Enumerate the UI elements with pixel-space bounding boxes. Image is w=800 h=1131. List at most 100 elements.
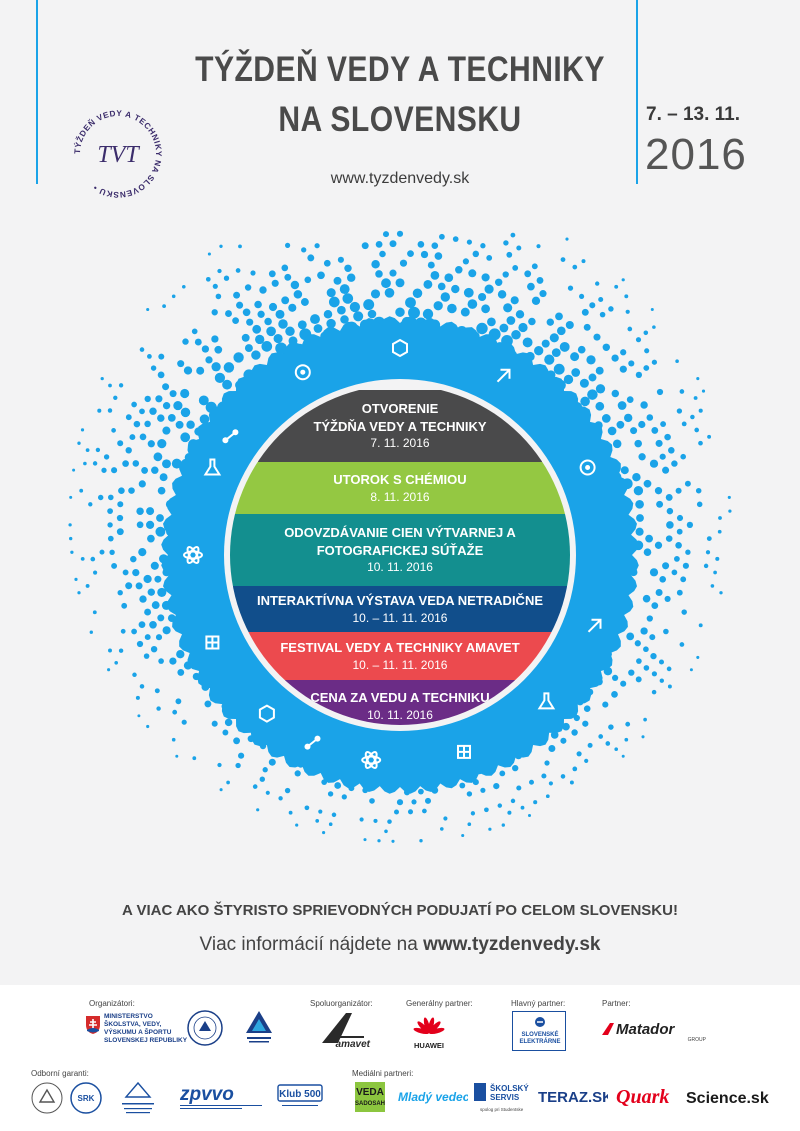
halftone-dot [507,810,512,815]
halftone-dot [150,645,158,653]
halftone-dot [602,343,610,351]
halftone-dot [238,244,242,249]
svg-text:zpvvo: zpvvo [179,1084,234,1105]
halftone-dot [510,232,516,238]
halftone-dot [223,275,230,281]
halftone-dot [226,780,230,785]
wrench-icon [579,459,596,476]
halftone-dot [643,330,649,336]
halftone-dot [593,333,601,341]
halftone-dot [459,782,466,789]
halftone-dot [242,308,251,317]
halftone-dot [275,309,285,319]
scientific-society-logo [122,1081,154,1114]
srk-logo: SRK [70,1082,102,1114]
halftone-dot [418,788,424,795]
halftone-dot [488,827,492,831]
halftone-dot [411,799,417,805]
halftone-dot [650,652,657,660]
halftone-dot [246,318,254,326]
cubes-icon [537,692,556,710]
gear-icon [392,338,408,358]
halftone-dot [151,466,159,474]
halftone-dot [108,383,112,388]
halftone-dot [572,264,578,270]
halftone-dot [83,461,87,466]
halftone-dot [236,301,244,309]
halftone-dot [252,784,258,789]
halftone-dot [664,595,671,602]
halftone-dot [116,528,124,536]
halftone-dot [162,304,166,308]
header-url[interactable]: www.tyzdenvedy.sk [330,170,470,187]
halftone-dot [155,395,163,403]
halftone-dot [158,658,164,664]
halftone-dot [681,421,687,427]
halftone-dot [630,427,638,435]
halftone-dot [598,296,604,303]
halftone-dot [196,366,205,375]
halftone-dot [391,839,395,843]
halftone-dot [157,614,165,622]
halftone-dot [162,402,171,410]
halftone-dot [567,285,574,291]
halftone-dot [90,556,96,562]
halftone-dot [571,368,581,377]
halftone-dot [625,309,630,314]
halftone-dot [696,501,703,508]
halftone-dot [466,791,473,797]
halftone-dot [233,352,244,363]
se-mark-icon [535,1017,545,1027]
halftone-dot [180,407,191,418]
halftone-dot [393,809,400,815]
halftone-dot [443,816,448,821]
halftone-dot [665,535,673,542]
halftone-dot [300,298,309,306]
halftone-dot [649,459,659,468]
halftone-dot [497,803,503,808]
halftone-dot [478,292,487,302]
halftone-dot [215,293,222,300]
halftone-dot [370,289,381,299]
hexagon-molecule-icon [183,546,203,564]
halftone-dot [107,668,111,672]
halftone-dot [268,758,276,766]
halftone-dot [565,237,569,241]
halftone-dot [162,459,171,469]
more-info-link[interactable]: www.tyzdenvedy.sk [423,934,601,955]
halftone-dot [696,655,700,659]
halftone-dot [125,447,132,454]
halftone-dot [315,819,320,823]
halftone-dot [147,588,155,596]
halftone-dot [334,782,342,789]
halftone-dot [624,413,633,423]
halftone-dot [486,254,493,261]
halftone-dot [638,453,646,461]
halftone-dot [157,587,167,597]
halftone-dot [396,230,404,237]
halftone-dot [497,290,507,299]
halftone-dot [211,362,221,372]
halftone-dot [439,233,445,240]
halftone-dot [651,689,657,695]
halftone-dot [261,341,273,352]
halftone-dot [424,797,432,804]
halftone-dot [341,794,347,800]
halftone-dot [93,570,98,575]
halftone-dot [182,285,186,289]
halftone-dot [608,724,614,730]
mlady-vedec-logo: Mladý vedec [398,1090,468,1104]
halftone-dot [109,549,115,555]
halftone-dot [422,808,427,814]
halftone-dot [419,839,423,843]
tvt-logo: TÝŽDEŇ VEDY A TECHNIKY NA SLOVENSKU • TV… [72,109,163,199]
svg-text:GROUP: GROUP [688,1037,707,1043]
logo-mark: TVT [97,142,140,168]
halftone-dot [494,278,503,287]
halftone-dot [373,818,378,823]
organizers-label: Organizátori: [89,999,135,1008]
halftone-dot [650,307,654,312]
halftone-dot [118,648,124,653]
halftone-dot [645,534,653,543]
media-label: Mediálni partneri: [352,1069,414,1078]
